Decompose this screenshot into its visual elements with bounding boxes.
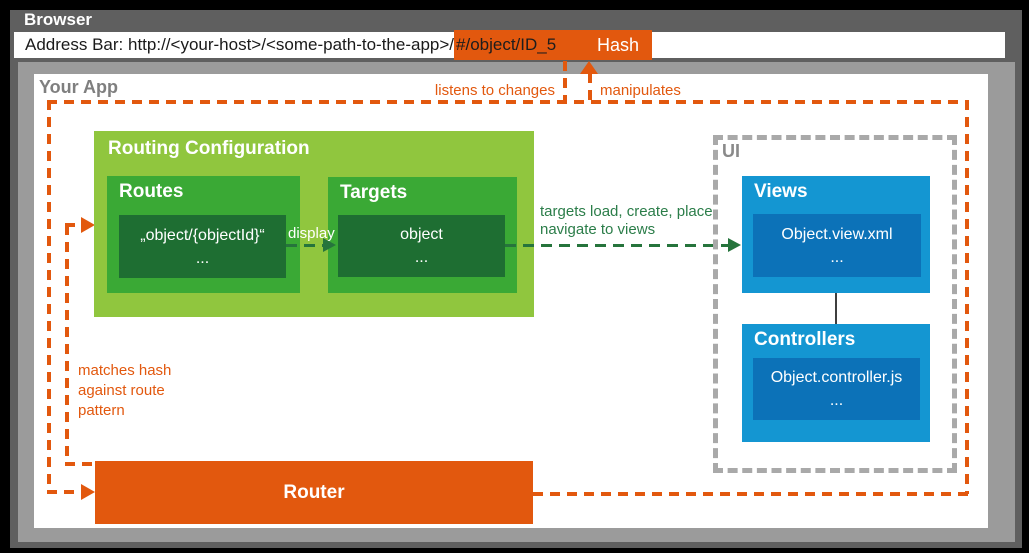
ui-group-title: UI — [722, 141, 740, 161]
matches-hash-bottom-segment — [65, 462, 95, 466]
views-title: Views — [754, 181, 808, 202]
controller-file-text: Object.controller.js — [770, 369, 903, 386]
matches-hash-label-line3: pattern — [78, 402, 125, 419]
router-inbound-line — [47, 490, 83, 494]
hash-highlight: #/object/ID_5 Hash — [454, 30, 653, 60]
orange-loop-bottom-right-line — [533, 492, 969, 496]
controllers-title: Controllers — [754, 329, 856, 350]
listens-to-changes-label: listens to changes — [434, 82, 555, 99]
hash-value-text: #/object/ID_5 — [456, 35, 557, 54]
browser-window-title: Browser — [24, 10, 93, 29]
controller-ellipsis: ... — [829, 392, 844, 409]
orange-loop-top-line — [47, 100, 967, 104]
controllers-box: Controllers Object.controller.js ... — [742, 324, 930, 442]
view-file-text: Object.view.xml — [781, 225, 893, 243]
display-label: display — [288, 225, 335, 242]
routing-configuration-box: Routing Configuration Routes „object/{ob… — [94, 131, 534, 317]
route-pattern-text: „object/{objectId}“ — [140, 226, 265, 244]
target-object-text: object — [400, 226, 443, 243]
matches-hash-label: matches hash against route pattern — [78, 361, 171, 421]
address-bar: Address Bar: http://<your-host>/<some-pa… — [14, 30, 1005, 60]
manipulates-label: manipulates — [600, 82, 681, 99]
target-ellipsis: ... — [414, 249, 429, 266]
orange-loop-left-line — [47, 100, 51, 492]
routes-arrowhead-icon — [81, 217, 95, 233]
controller-file-box: Object.controller.js ... — [753, 358, 920, 420]
views-controllers-connector — [835, 293, 837, 324]
router-arrowhead-icon — [81, 484, 95, 500]
matches-hash-vertical-line — [65, 225, 69, 464]
matches-hash-label-line1: matches hash — [78, 362, 172, 379]
route-ellipsis: ... — [195, 249, 210, 267]
targets-load-label-line1: targets load, create, place, — [540, 203, 717, 220]
manipulates-line — [588, 73, 592, 100]
orange-loop-right-line — [965, 100, 969, 494]
routes-title: Routes — [119, 181, 184, 202]
target-object-box: object ... — [338, 215, 505, 277]
your-app-container: Your App listens to changes manipulates … — [34, 61, 988, 528]
views-box: Views Object.view.xml ... — [742, 176, 930, 293]
matches-hash-top-segment — [65, 223, 83, 227]
matches-hash-label-line2: against route — [78, 382, 165, 399]
targets-load-label: targets load, create, place, navigate to… — [540, 203, 717, 239]
view-ellipsis: ... — [830, 248, 844, 266]
manipulates-arrowhead-icon — [580, 61, 598, 74]
targets-load-label-line2: navigate to views — [540, 221, 656, 238]
targets-title: Targets — [340, 182, 408, 203]
ui-group-box — [713, 135, 957, 473]
targets-to-views-line — [505, 244, 729, 247]
hash-callout-label: Hash — [596, 34, 640, 55]
listens-to-changes-line — [563, 61, 567, 100]
view-file-box: Object.view.xml ... — [753, 214, 921, 277]
your-app-title: Your App — [39, 77, 118, 97]
display-arrowhead-icon — [323, 238, 336, 252]
targets-box: Targets object ... — [328, 177, 517, 293]
route-pattern-box: „object/{objectId}“ ... — [119, 215, 286, 278]
display-arrow-line — [286, 244, 324, 247]
address-bar-url-text: Address Bar: http://<your-host>/<some-pa… — [25, 35, 455, 54]
views-arrowhead-icon — [728, 238, 741, 252]
routing-configuration-title: Routing Configuration — [108, 138, 310, 159]
routes-box: Routes „object/{objectId}“ ... — [107, 176, 300, 293]
router-label: Router — [283, 481, 345, 503]
router-box: Router — [95, 461, 533, 524]
